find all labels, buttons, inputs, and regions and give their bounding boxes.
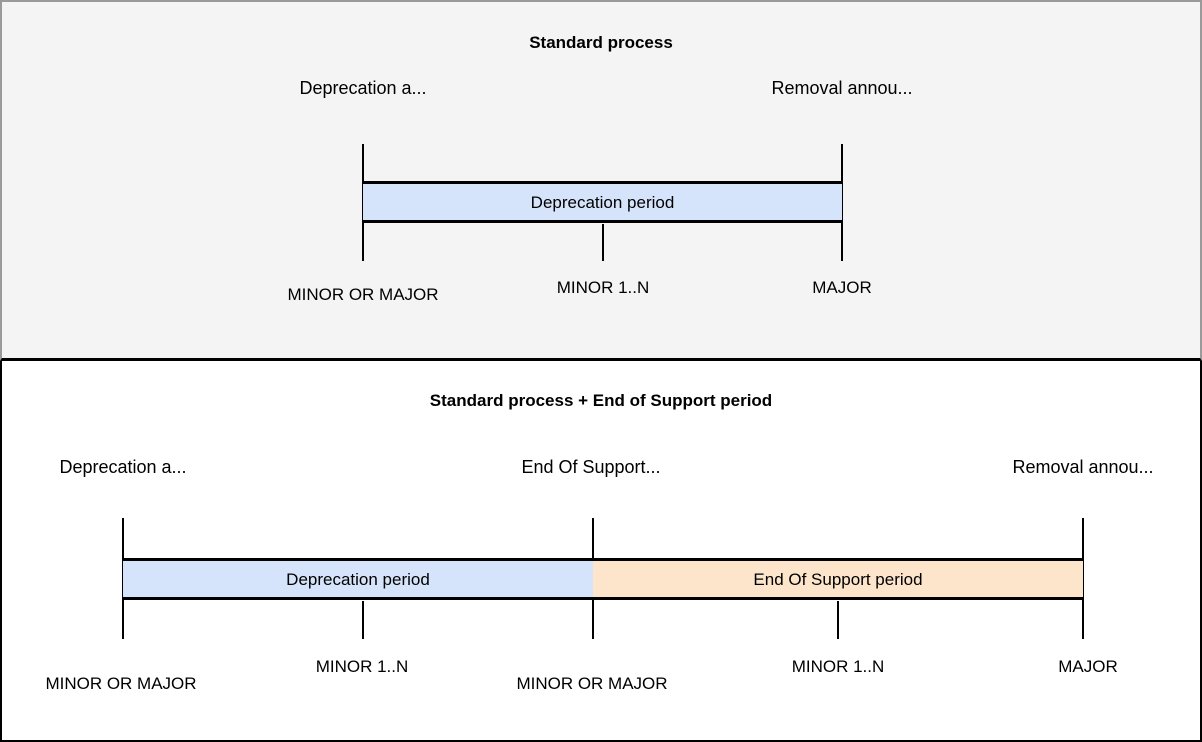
milestone-label-end-of-support-announcement: End Of Support... (521, 457, 661, 477)
panel-title-standard-process-plus-eos: Standard process + End of Support period (429, 391, 773, 411)
release-label-end-release: MAJOR (812, 278, 872, 297)
period-bar-deprecation-period: Deprecation period (123, 558, 593, 600)
panel-title-standard-process: Standard process (529, 33, 673, 53)
timeline-tick-deprecation-minor-releases (362, 601, 364, 639)
timeline-tick-removal (1082, 518, 1084, 639)
timeline-tick-minor-releases (602, 224, 604, 261)
panel-standard-process-plus-eos: Standard process + End of Support period… (0, 361, 1202, 742)
panel-standard-process: Standard process Deprecation a... Remova… (0, 0, 1202, 361)
release-label-eos-minor-releases: MINOR 1..N (791, 657, 885, 676)
timeline-tick-removal (841, 144, 843, 261)
release-label-mid-releases: MINOR 1..N (556, 278, 650, 297)
timeline-tick-eos-minor-releases (837, 601, 839, 639)
period-bar-label-deprecation-period: Deprecation period (530, 192, 675, 212)
release-label-start-release: MINOR OR MAJOR (45, 674, 197, 693)
release-label-removal-release: MAJOR (1058, 657, 1118, 676)
milestone-label-deprecation-announcement: Deprecation a... (299, 78, 427, 98)
period-bar-deprecation-period: Deprecation period (363, 181, 842, 223)
period-bar-end-of-support-period: End Of Support period (593, 558, 1083, 600)
milestone-label-removal-announcement: Removal annou... (771, 78, 913, 98)
release-label-eos-start-release: MINOR OR MAJOR (516, 674, 668, 693)
release-label-start-release: MINOR OR MAJOR (287, 285, 439, 304)
milestone-label-removal-announcement: Removal annou... (1012, 457, 1154, 477)
release-label-deprecation-minor-releases: MINOR 1..N (315, 657, 409, 676)
milestone-label-deprecation-announcement: Deprecation a... (59, 457, 187, 477)
period-bar-label-end-of-support-period: End Of Support period (753, 569, 923, 589)
period-bar-label-deprecation-period: Deprecation period (286, 569, 430, 589)
